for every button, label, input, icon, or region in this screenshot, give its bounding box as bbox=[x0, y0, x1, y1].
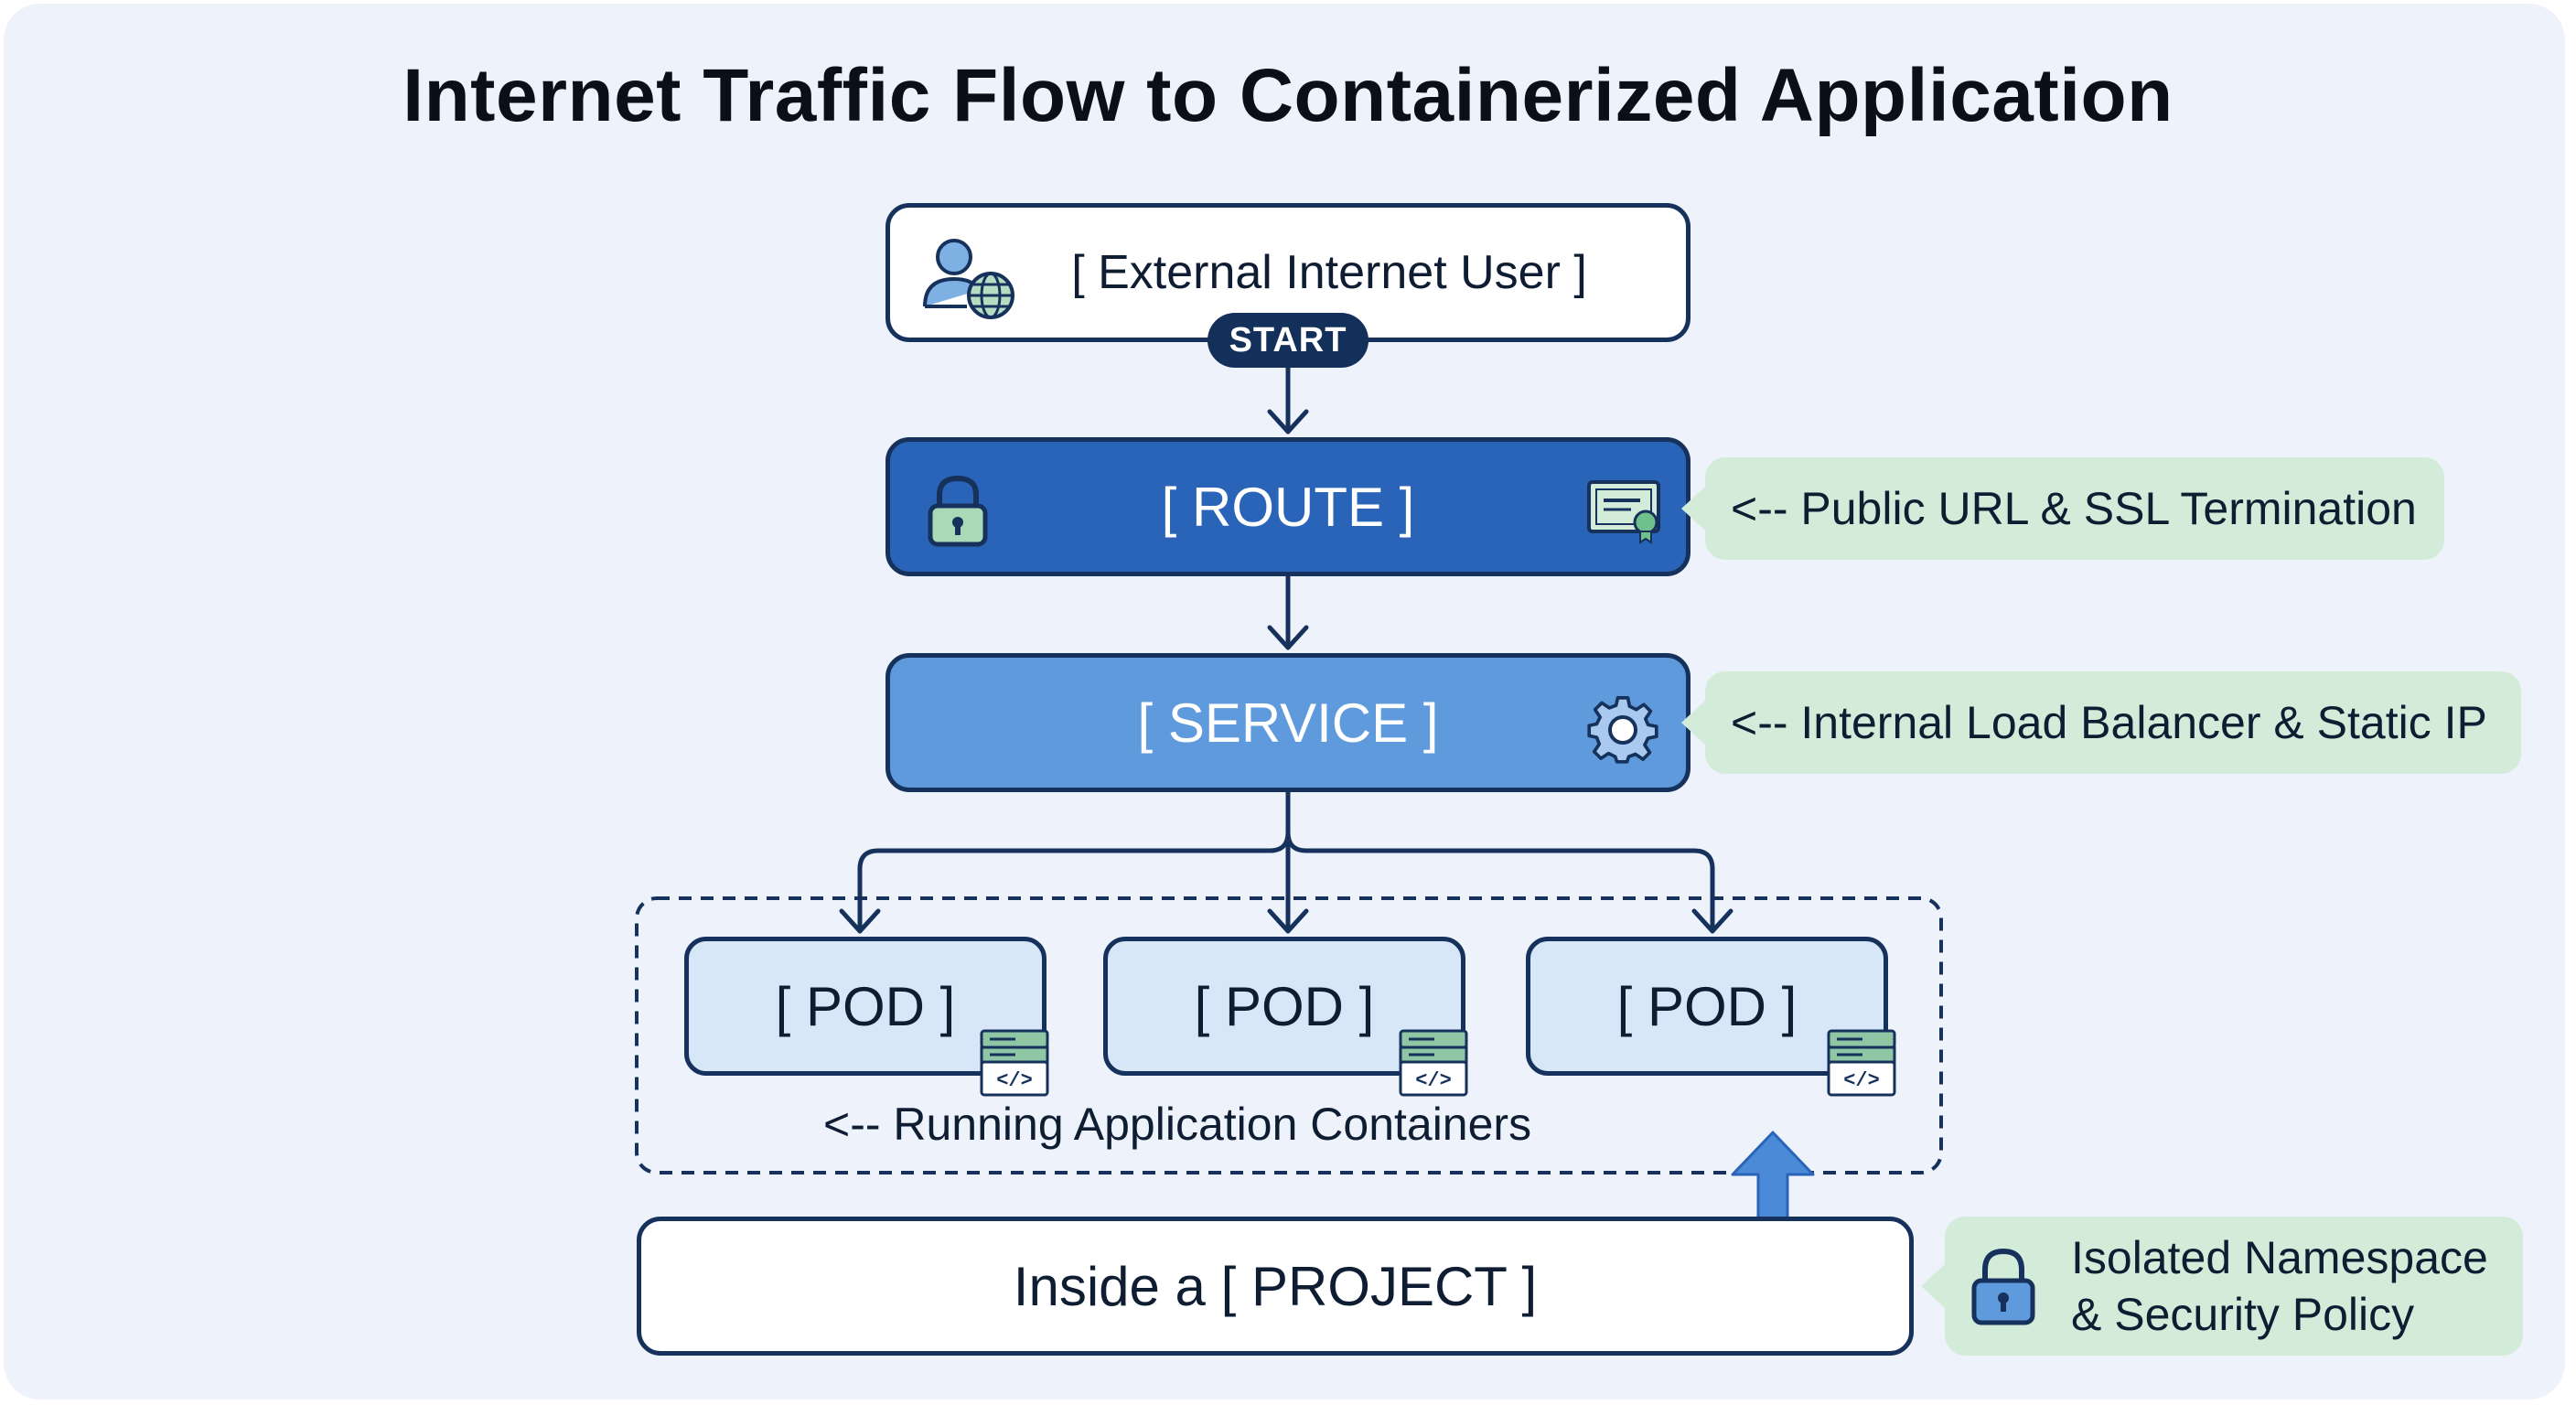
arrow-service-to-pods bbox=[839, 789, 1733, 934]
project-annotation: Isolated Namespace & Security Policy bbox=[1921, 1217, 2523, 1356]
route-node: [ ROUTE ] bbox=[886, 437, 1690, 576]
server-code-icon: </> bbox=[980, 1029, 1049, 1097]
pods-group-boundary bbox=[635, 896, 1943, 1174]
svg-text:</>: </> bbox=[1415, 1069, 1452, 1092]
gear-icon bbox=[1587, 696, 1658, 764]
project-annotation-line1: Isolated Namespace bbox=[2071, 1232, 2488, 1283]
arrow-user-to-route bbox=[1267, 365, 1309, 434]
project-label: Inside a [ PROJECT ] bbox=[1013, 1255, 1538, 1317]
route-annotation-text: <-- Public URL & SSL Termination bbox=[1731, 483, 2417, 534]
route-annotation: <-- Public URL & SSL Termination bbox=[1681, 457, 2444, 560]
start-badge: START bbox=[1208, 313, 1368, 368]
pod-node: [ POD ] bbox=[1103, 937, 1465, 1076]
svg-text:</>: </> bbox=[996, 1069, 1033, 1092]
pod-label: [ POD ] bbox=[1616, 975, 1798, 1037]
pod-label: [ POD ] bbox=[775, 975, 956, 1037]
server-code-icon: </> bbox=[1399, 1029, 1468, 1097]
service-node: [ SERVICE ] bbox=[886, 653, 1690, 792]
route-label: [ ROUTE ] bbox=[1161, 476, 1415, 538]
certificate-icon bbox=[1587, 480, 1660, 544]
project-annotation-line2: & Security Policy bbox=[2071, 1289, 2415, 1340]
service-annotation-text: <-- Internal Load Balancer & Static IP bbox=[1731, 697, 2487, 748]
user-globe-icon bbox=[923, 239, 1014, 319]
external-user-label: [ External Internet User ] bbox=[1071, 246, 1587, 299]
lock-icon bbox=[1971, 1248, 2035, 1325]
project-node: Inside a [ PROJECT ] bbox=[637, 1217, 1914, 1356]
pod-label: [ POD ] bbox=[1194, 975, 1375, 1037]
lock-icon bbox=[928, 475, 988, 547]
arrow-route-to-service bbox=[1267, 574, 1309, 650]
service-annotation: <-- Internal Load Balancer & Static IP bbox=[1681, 671, 2521, 774]
server-code-icon: </> bbox=[1827, 1029, 1896, 1097]
pods-annotation: <-- Running Application Containers bbox=[823, 1099, 1532, 1150]
svg-text:</>: </> bbox=[1843, 1069, 1880, 1092]
service-label: [ SERVICE ] bbox=[1137, 692, 1439, 754]
diagram-title: Internet Traffic Flow to Containerized A… bbox=[402, 54, 2174, 137]
